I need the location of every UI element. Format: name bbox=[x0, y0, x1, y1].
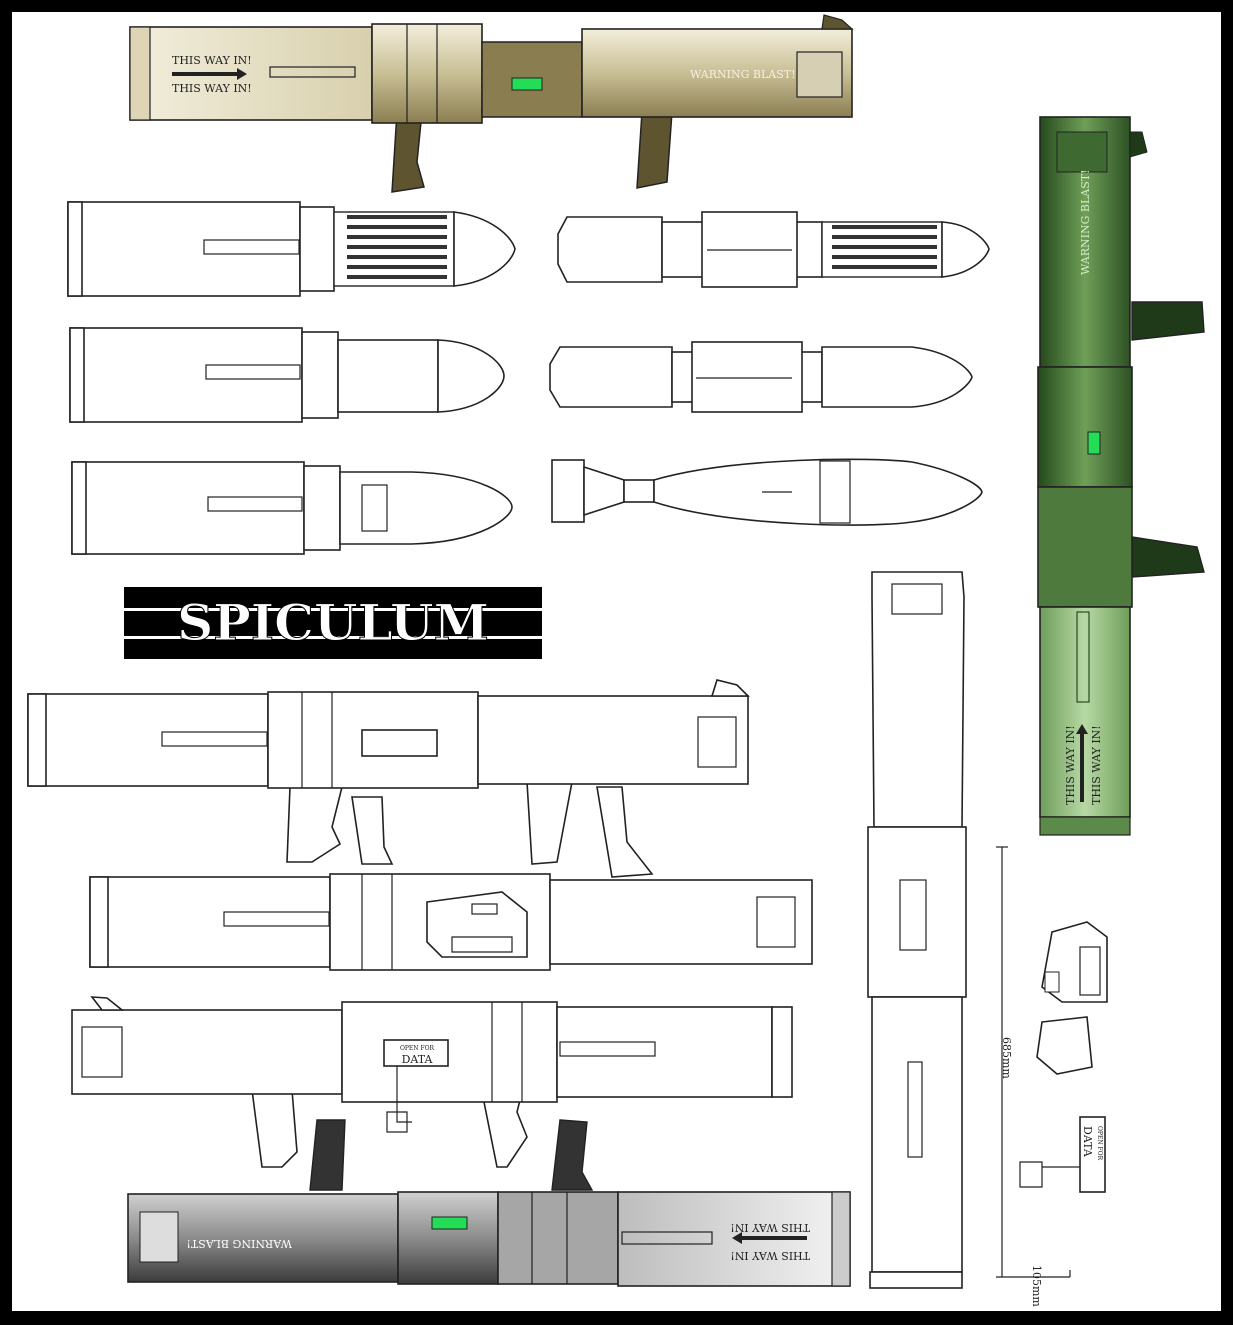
this-way-in-text-vertical: THIS WAY IN! bbox=[1090, 725, 1103, 805]
warning-blast-text-vertical: WARNING BLAST! bbox=[1079, 170, 1092, 276]
spiculum-schematic: THIS WAY IN! THIS WAY IN! WARNING BLAST! bbox=[27, 14, 1205, 1307]
launcher-outline-with-grips bbox=[27, 679, 750, 878]
data-text: DATA bbox=[402, 1053, 434, 1066]
this-way-in-text-mirrored: THIS WAY IN! bbox=[730, 1221, 810, 1234]
this-way-in-text-mirrored: THIS WAY IN! bbox=[730, 1249, 810, 1262]
length-dimension-text: 685mm bbox=[1000, 1037, 1013, 1079]
open-for-text: OPEN FOR bbox=[400, 1045, 435, 1052]
projectile-pointed-warhead bbox=[71, 461, 513, 555]
warning-blast-text-mirrored: WARNING BLAST! bbox=[187, 1237, 293, 1250]
detail-sight-unit bbox=[1036, 921, 1108, 1075]
data-text-detail: DATA bbox=[1081, 1126, 1094, 1158]
projectile-finned bbox=[551, 458, 983, 526]
open-for-text-detail: OPEN FOR bbox=[1096, 1126, 1103, 1161]
drawing-sheet: THIS WAY IN! THIS WAY IN! WARNING BLAST! bbox=[12, 12, 1221, 1311]
this-way-in-text-vertical: THIS WAY IN! bbox=[1064, 725, 1077, 805]
projectile-grid-warhead bbox=[67, 201, 516, 297]
direction-arrow-icon bbox=[172, 68, 247, 80]
projectile-smooth-long bbox=[549, 341, 973, 413]
direction-arrow-icon bbox=[732, 1232, 807, 1244]
diameter-dimension-text: 105mm bbox=[1030, 1265, 1043, 1307]
launcher-tan-side-view: THIS WAY IN! THIS WAY IN! WARNING BLAST! bbox=[129, 14, 854, 193]
launcher-outline-mirrored: OPEN FOR DATA bbox=[71, 996, 793, 1168]
launcher-outline-vertical bbox=[867, 571, 967, 1289]
this-way-in-text: THIS WAY IN! bbox=[172, 54, 252, 67]
detail-data-port: OPEN FOR DATA bbox=[1019, 1116, 1106, 1193]
this-way-in-text: THIS WAY IN! bbox=[172, 82, 252, 95]
warning-blast-text: WARNING BLAST! bbox=[690, 68, 796, 81]
projectile-smooth-warhead bbox=[69, 327, 505, 423]
logo-text: SPICULUM bbox=[177, 593, 489, 652]
projectile-grid-long bbox=[557, 211, 990, 288]
launcher-outline-compact bbox=[89, 873, 813, 971]
spiculum-logo: SPICULUM bbox=[124, 587, 542, 659]
dimension-lines: 685mm 105mm bbox=[996, 846, 1071, 1307]
launcher-grey-side-view: WARNING BLAST! THIS WAY IN! THIS WAY IN! bbox=[127, 1119, 851, 1287]
direction-arrow-icon bbox=[1076, 724, 1088, 802]
launcher-green-vertical: WARNING BLAST! THIS WAY IN! THIS WAY IN! bbox=[1037, 116, 1205, 836]
